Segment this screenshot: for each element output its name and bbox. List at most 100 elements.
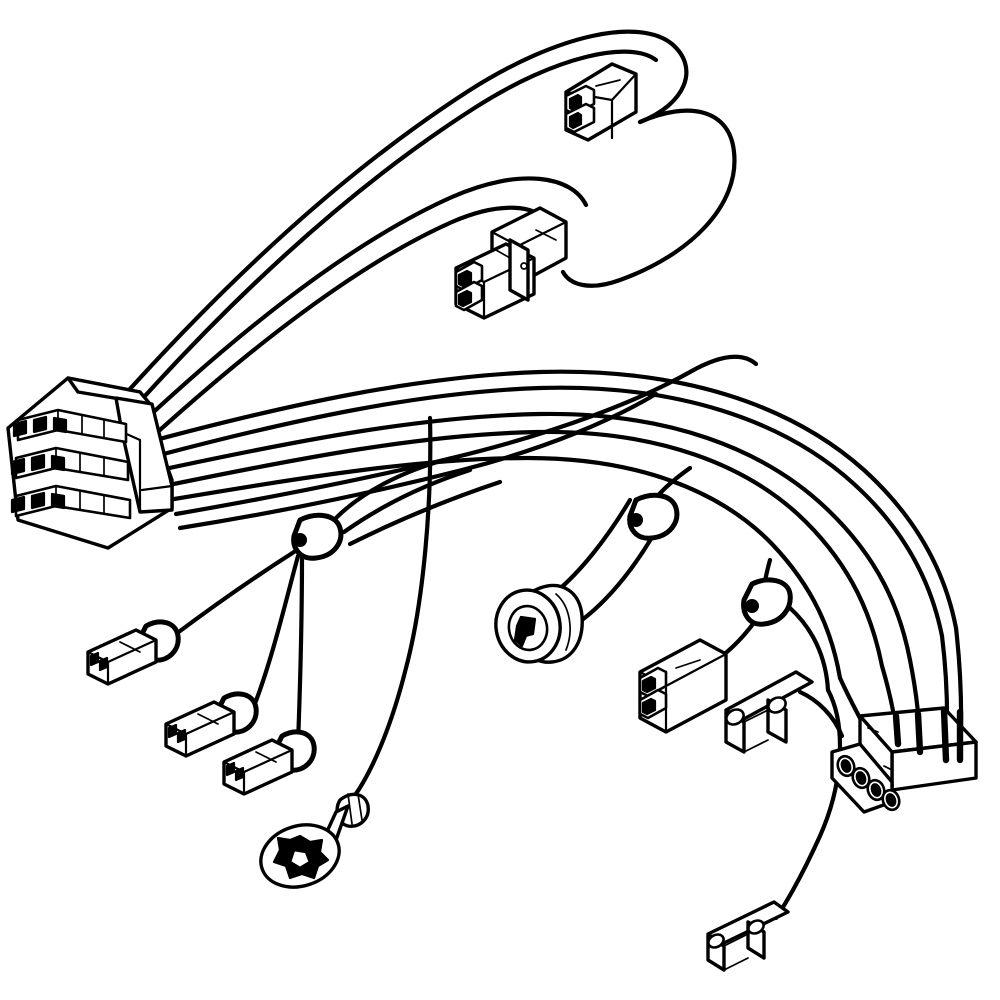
main-multipin-connector[interactable] — [6, 376, 174, 550]
trunk-wires — [149, 354, 959, 681]
bulb-socket[interactable] — [490, 583, 584, 667]
trunk-wire-1b — [153, 385, 945, 639]
splice-sleeve-left-body — [291, 512, 344, 561]
upper-inner-loop-wire-edge — [137, 205, 551, 451]
wire-to-bottom-spade — [773, 687, 843, 921]
mid-connector-lock-rib — [508, 238, 530, 302]
left-branch-to-splice-2 — [341, 467, 473, 535]
mid-four-pin-connector[interactable] — [454, 206, 568, 320]
block-feed-wire-2 — [940, 706, 950, 764]
wire-to-terminal-a — [173, 549, 297, 637]
block-connector-cavities — [836, 754, 901, 812]
mid-connector-detent — [520, 262, 528, 270]
pin-opening-8 — [30, 491, 46, 510]
upper-loop-wires — [117, 29, 737, 451]
terminal-connector-a[interactable] — [86, 619, 181, 686]
splice-sleeve-center-node — [629, 513, 643, 527]
wire-to-right-spade — [787, 605, 831, 693]
trunk-wire-2b — [161, 429, 885, 669]
terminal-a-pin-2 — [98, 656, 109, 672]
upper-two-pin-connector[interactable] — [564, 62, 638, 142]
right-connector-pin-2 — [641, 697, 657, 716]
right-two-pin-connector[interactable] — [638, 638, 728, 734]
terminal-c-pin-2 — [234, 766, 245, 782]
terminal-c-body — [222, 738, 294, 796]
double-blade-spade-b[interactable] — [706, 900, 790, 972]
terminal-c-seam — [255, 751, 277, 763]
terminal-connector-c[interactable] — [222, 729, 317, 796]
trunk-arc-wire-1 — [173, 354, 759, 517]
left-branch-to-splice-3 — [347, 479, 503, 547]
trunk-wire-3 — [165, 455, 843, 681]
right-connector-pin-1 — [641, 675, 657, 694]
block-feed-wire-4 — [892, 712, 902, 748]
wire-to-terminal-b — [251, 553, 301, 709]
ring-terminal-barrel-rib-1 — [347, 793, 353, 825]
ring-terminal[interactable] — [253, 792, 370, 897]
splice-sleeve-center-body — [627, 492, 680, 541]
mid-connector-rib-line-1 — [495, 249, 511, 259]
pin-opening-4 — [10, 457, 26, 476]
pin-opening-2 — [32, 415, 48, 434]
left-branch-wires — [173, 415, 503, 805]
terminal-a-seam — [119, 641, 141, 653]
splice-sleeve-left — [291, 512, 344, 561]
terminal-b-pin-1 — [167, 723, 178, 739]
block-cavity-4-pin — [885, 793, 897, 807]
spade-b-seam-2 — [723, 957, 749, 971]
mid-pin-2 — [457, 289, 473, 308]
block-connector-detent — [883, 765, 893, 771]
ring-terminal-hole — [288, 848, 312, 870]
upper-outer-loop-wire — [117, 29, 689, 403]
splice-sleeve-left-node — [293, 533, 307, 547]
right-connector-latch — [675, 659, 701, 669]
spade-b-barrel-left — [707, 933, 725, 949]
pin-opening-3 — [52, 416, 68, 434]
connector-flange-edge-2 — [140, 484, 174, 492]
block-cavity-1-pin — [840, 759, 852, 773]
terminal-b-seam — [197, 713, 219, 725]
block-feed-wire-3 — [914, 710, 924, 756]
upper-pin-1 — [568, 93, 583, 112]
block-cavity-3-pin — [870, 783, 882, 797]
spade-a-seam-1 — [743, 709, 769, 723]
upper-outer-loop-wire-edge — [123, 49, 659, 420]
block-connector-feed-wires — [892, 706, 964, 764]
wire-to-block-connector — [797, 689, 845, 739]
bulb-socket-seam — [555, 593, 571, 651]
spade-b-barrel-right — [747, 919, 765, 935]
block-connector-notch — [867, 727, 879, 733]
pin-opening-6 — [50, 454, 66, 472]
terminal-a-pin-1 — [89, 651, 100, 667]
upper-connector-latch — [595, 79, 621, 87]
terminal-b-body — [164, 700, 236, 758]
mid-pin-1 — [457, 269, 473, 288]
spade-a-barrel-right — [767, 696, 787, 714]
upper-return-wire — [560, 108, 737, 288]
spade-b-seam-1 — [723, 933, 749, 947]
connector-pin-openings — [10, 415, 68, 514]
double-blade-spade-a[interactable] — [724, 670, 814, 754]
mid-connector-rib-line-2 — [535, 229, 557, 241]
terminal-a-body — [86, 628, 158, 686]
bulb-socket-keyway — [513, 615, 537, 648]
wire-to-socket-1 — [553, 497, 633, 595]
upper-pin-2 — [568, 111, 583, 130]
pin-opening-9 — [50, 492, 66, 510]
wire-to-ring-terminal — [347, 415, 433, 805]
trunk-arc-wire-2 — [177, 391, 659, 531]
trunk-wire-2 — [157, 411, 913, 663]
terminal-c-pin-1 — [225, 761, 236, 777]
terminal-connector-b[interactable] — [164, 691, 259, 758]
splice-sleeve-right-body — [741, 577, 793, 627]
splice-sleeve-right — [741, 577, 793, 627]
splice-sleeve-right-node — [745, 599, 759, 613]
left-branch-to-splice-1 — [333, 455, 455, 521]
pin-opening-5 — [30, 453, 46, 472]
spade-a-barrel-left — [725, 708, 745, 726]
wire-to-terminal-c — [295, 553, 305, 747]
upper-inner-loop-wire — [129, 176, 589, 435]
pin-opening-1 — [12, 419, 28, 438]
